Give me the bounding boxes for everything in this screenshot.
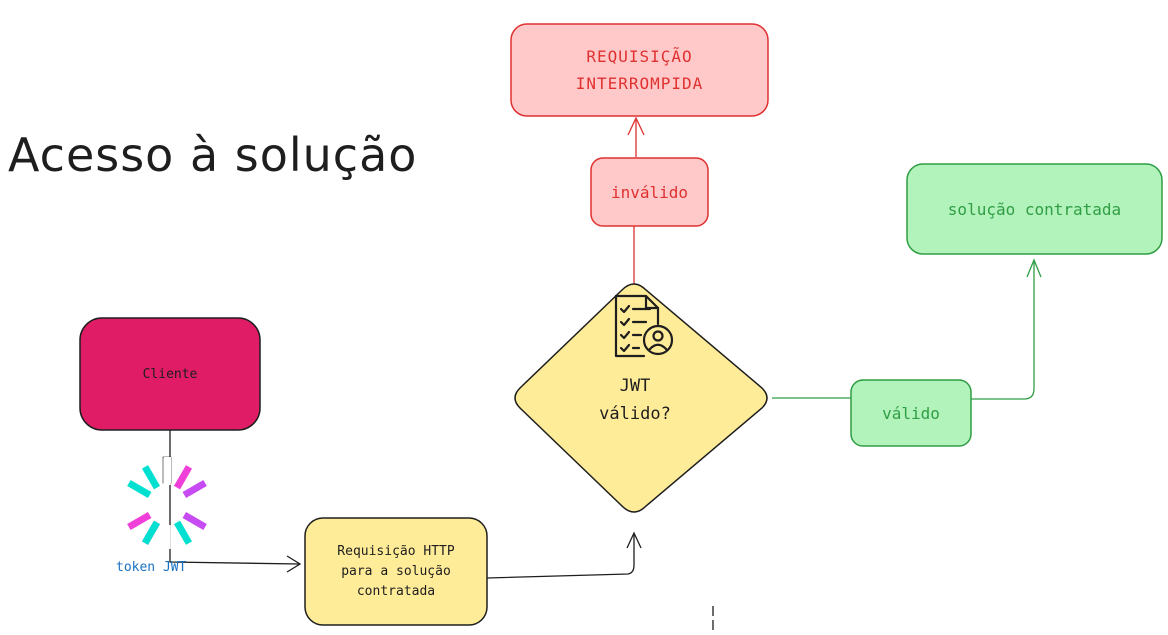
arrowhead-interrupted (627, 116, 645, 136)
interrupted-label: REQUISIÇÃO INTERROMPIDA (575, 47, 704, 93)
arrowhead-request (286, 555, 302, 573)
jwt-question-node: JWT válido? (560, 368, 710, 432)
interrupted-node: REQUISIÇÃO INTERROMPIDA (511, 24, 768, 116)
solution-node: solução contratada (907, 164, 1162, 254)
arrowhead-solution (1026, 258, 1042, 278)
valid-label: válido (882, 403, 940, 423)
jwt-logo-icon (127, 456, 207, 549)
page-title: Acesso à solução (8, 128, 418, 182)
cliente-label: Cliente (142, 366, 198, 382)
connector-valid-to-solution (971, 262, 1035, 400)
solution-box[interactable] (906, 163, 1163, 255)
connector-cliente-to-request (169, 430, 301, 565)
arrowhead-diamond (626, 531, 642, 549)
cliente-box[interactable] (79, 317, 261, 431)
solution-label: solução contratada (947, 199, 1122, 219)
request-node: Requisição HTTP para a solução contratad… (305, 518, 487, 625)
jwt-question-label: JWT válido? (599, 376, 671, 424)
connector-request-to-diamond (486, 535, 635, 579)
interrupted-box[interactable] (510, 23, 769, 117)
cliente-node: Cliente (80, 318, 260, 430)
jwt-diamond[interactable] (514, 283, 768, 513)
valid-node: válido (851, 380, 971, 446)
checklist-user-icon (614, 294, 674, 358)
invalid-box[interactable] (590, 157, 709, 227)
invalid-node: inválido (591, 158, 708, 226)
invalid-label: inválido (610, 182, 689, 202)
request-label: Requisição HTTP para a solução contratad… (337, 543, 455, 599)
token-jwt-label: token JWT (116, 560, 187, 575)
request-box[interactable] (304, 517, 488, 626)
valid-box[interactable] (850, 379, 972, 447)
